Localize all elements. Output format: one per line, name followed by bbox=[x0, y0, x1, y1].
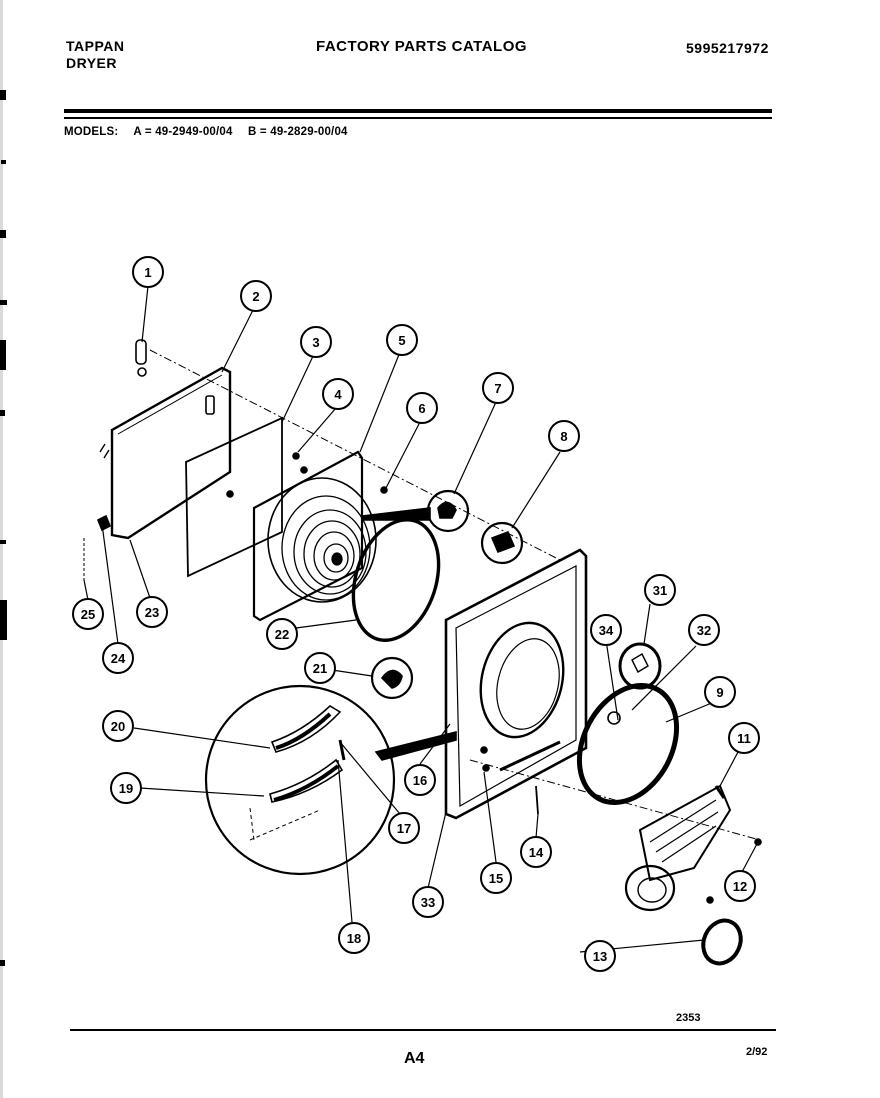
callout-6: 6 bbox=[406, 392, 438, 424]
callout-19: 19 bbox=[110, 772, 142, 804]
callout-33: 33 bbox=[412, 886, 444, 918]
part-4-screw bbox=[292, 452, 300, 460]
part-9-seal-ring bbox=[576, 682, 680, 806]
svg-text:2: 2 bbox=[252, 289, 259, 304]
part-1-hinge bbox=[135, 339, 147, 377]
part-14-screw bbox=[535, 785, 539, 815]
callout-16: 16 bbox=[404, 764, 436, 796]
callout-1: 1 bbox=[132, 256, 164, 288]
header-rule-thick bbox=[64, 109, 772, 113]
part-13-ring bbox=[701, 918, 743, 966]
page-number: A4 bbox=[404, 1050, 425, 1067]
svg-text:22: 22 bbox=[275, 627, 289, 642]
product-name: DRYER bbox=[66, 55, 117, 71]
model-b: B = 49-2829-00/04 bbox=[248, 126, 348, 138]
svg-text:19: 19 bbox=[119, 781, 133, 796]
svg-text:13: 13 bbox=[593, 949, 607, 964]
callout-13: 13 bbox=[584, 940, 616, 972]
svg-text:31: 31 bbox=[653, 583, 667, 598]
svg-text:11: 11 bbox=[737, 731, 751, 746]
catalog-date: 2/92 bbox=[746, 1046, 768, 1058]
callout-15: 15 bbox=[480, 862, 512, 894]
callout-labels: 1 2 3 4 5 6 7 8 9 11 12 13 14 15 16 17 1… bbox=[72, 256, 760, 972]
svg-text:33: 33 bbox=[421, 895, 435, 910]
svg-text:8: 8 bbox=[560, 429, 567, 444]
callout-25: 25 bbox=[72, 598, 104, 630]
scan-edge-noise bbox=[0, 0, 7, 1098]
svg-text:15: 15 bbox=[489, 871, 503, 886]
part-3-door-panel bbox=[185, 416, 283, 578]
callout-34: 34 bbox=[590, 614, 622, 646]
model-a: A = 49-2949-00/04 bbox=[133, 126, 233, 138]
callout-24: 24 bbox=[102, 642, 134, 674]
header-rule-thin bbox=[64, 117, 772, 119]
part-31-filter-housing bbox=[618, 642, 662, 690]
part-22-gasket-ring bbox=[351, 518, 441, 642]
assembly-axis-line bbox=[149, 349, 561, 561]
part-7-door-switch bbox=[361, 489, 470, 533]
callout-4: 4 bbox=[322, 378, 354, 410]
svg-text:23: 23 bbox=[145, 605, 159, 620]
brand-name: TAPPAN bbox=[66, 38, 125, 54]
callout-7: 7 bbox=[482, 372, 514, 404]
svg-text:25: 25 bbox=[81, 607, 95, 622]
door-liner-spiral bbox=[281, 495, 371, 601]
svg-text:34: 34 bbox=[599, 623, 614, 638]
catalog-title: FACTORY PARTS CATALOG bbox=[316, 38, 528, 55]
svg-text:18: 18 bbox=[347, 931, 361, 946]
catalog-part-number: 5995217972 bbox=[686, 40, 769, 56]
models-line: MODELS: A = 49-2949-00/04 B = 49-2829-00… bbox=[64, 126, 360, 138]
assembly-axis-line-lower bbox=[469, 759, 761, 841]
svg-text:7: 7 bbox=[494, 381, 501, 396]
callout-20: 20 bbox=[102, 710, 134, 742]
svg-text:1: 1 bbox=[144, 265, 151, 280]
part-5-inner-door bbox=[252, 450, 364, 622]
callout-22: 22 bbox=[266, 618, 298, 650]
callout-14: 14 bbox=[520, 836, 552, 868]
callout-31: 31 bbox=[644, 574, 676, 606]
figure-number: 2353 bbox=[676, 1012, 701, 1024]
part-33-front-panel bbox=[444, 548, 588, 820]
svg-text:32: 32 bbox=[697, 623, 711, 638]
models-label: MODELS: bbox=[64, 126, 119, 138]
leader-lines bbox=[83, 285, 759, 953]
part-11-duct bbox=[624, 784, 732, 912]
footer-rule bbox=[70, 1029, 776, 1031]
callout-9: 9 bbox=[704, 676, 736, 708]
callout-18: 18 bbox=[338, 922, 370, 954]
svg-text:3: 3 bbox=[312, 335, 319, 350]
part-2-outer-door bbox=[110, 366, 232, 540]
callout-12: 12 bbox=[724, 870, 756, 902]
callout-21: 21 bbox=[304, 652, 336, 684]
callout-11: 11 bbox=[728, 722, 760, 754]
callout-5: 5 bbox=[386, 324, 418, 356]
callout-8: 8 bbox=[548, 420, 580, 452]
part-21-circled-part bbox=[370, 656, 414, 700]
brand-block: TAPPAN DRYER bbox=[66, 38, 124, 72]
svg-text:6: 6 bbox=[418, 401, 425, 416]
svg-text:24: 24 bbox=[111, 651, 126, 666]
callout-17: 17 bbox=[388, 812, 420, 844]
callout-3: 3 bbox=[300, 326, 332, 358]
callout-32: 32 bbox=[688, 614, 720, 646]
part-8-lamp-holder bbox=[480, 521, 524, 565]
front-panel-opening bbox=[479, 621, 565, 739]
svg-text:14: 14 bbox=[529, 845, 544, 860]
svg-text:5: 5 bbox=[398, 333, 405, 348]
part-32-clip bbox=[607, 711, 621, 725]
svg-text:21: 21 bbox=[313, 661, 327, 676]
svg-text:9: 9 bbox=[716, 685, 723, 700]
svg-text:16: 16 bbox=[413, 773, 427, 788]
part-24-latch bbox=[96, 514, 112, 532]
svg-text:12: 12 bbox=[733, 879, 747, 894]
svg-text:17: 17 bbox=[397, 821, 411, 836]
svg-text:4: 4 bbox=[334, 387, 342, 402]
callout-23: 23 bbox=[136, 596, 168, 628]
callout-2: 2 bbox=[240, 280, 272, 312]
svg-text:20: 20 bbox=[111, 719, 125, 734]
